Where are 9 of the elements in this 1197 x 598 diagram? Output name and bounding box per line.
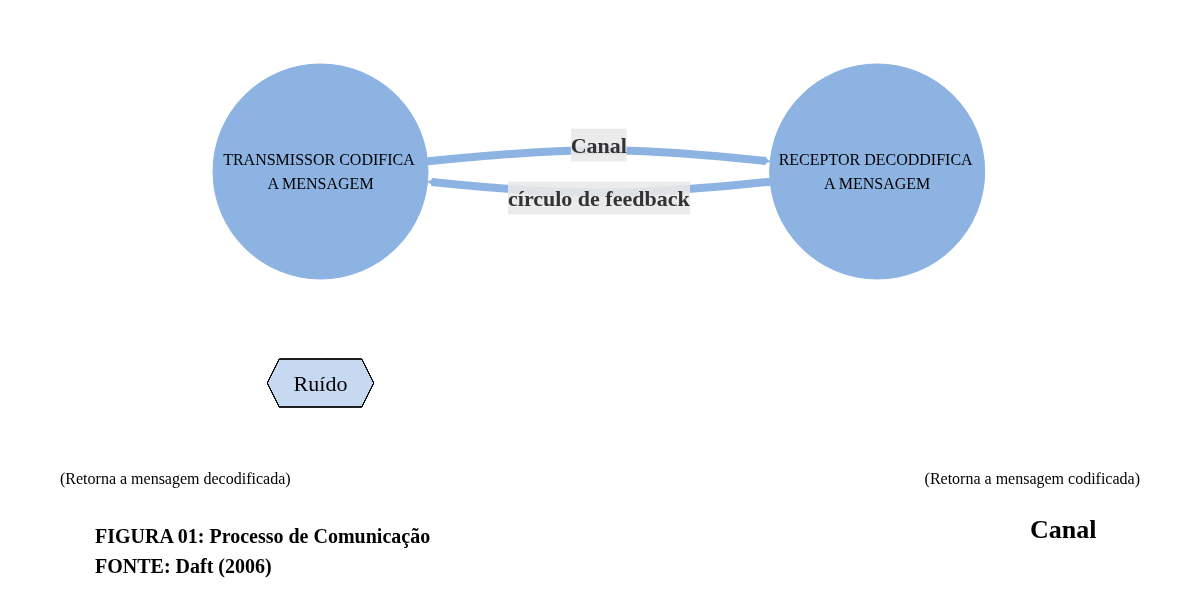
source-note: FONTE: Daft (2006): [95, 555, 272, 578]
feedback-note: (Retorna a mensagem codificada): [924, 470, 1140, 488]
figure-caption: FIGURA 01: Processo de Comunicação: [95, 525, 431, 548]
channel-label: Canal: [1030, 515, 1097, 545]
edge-label: Canal: [570, 132, 627, 157]
edge-label: círculo de feedback: [507, 185, 690, 210]
node-circle: RECEPTOR DECODDIFICA A MENSAGEM: [768, 63, 985, 279]
feedback-note: (Retorna a mensagem decodificada): [60, 470, 291, 488]
node-circle: TRANSMISSOR CODIFICA A MENSAGEM: [212, 63, 429, 279]
